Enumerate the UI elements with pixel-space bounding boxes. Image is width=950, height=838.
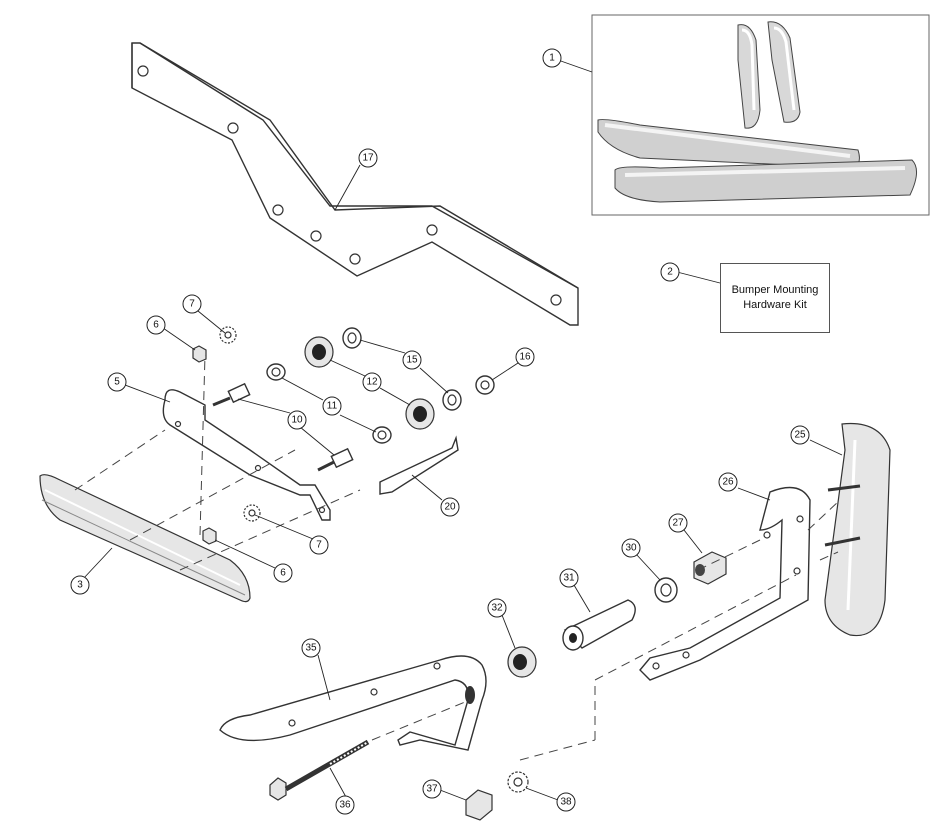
callout-10-label: 10 [291,415,303,426]
callout-16: 16 [515,347,535,367]
callout-36: 36 [335,795,355,815]
part-11-washers [266,363,392,444]
callout-3: 3 [70,575,90,595]
callout-3-label: 3 [77,580,83,591]
callout-12-label: 12 [366,377,378,388]
callout-11-label: 11 [327,401,338,412]
callout-6-bottom: 6 [273,563,293,583]
callout-17: 17 [358,148,378,168]
callout-36-label: 36 [339,800,351,811]
callout-5-label: 5 [114,377,120,388]
callout-2: 2 [660,262,680,282]
part-25-overrider [824,422,891,637]
callout-25-label: 25 [794,430,806,441]
callout-5: 5 [107,372,127,392]
part-5-bracket [162,389,331,521]
part-17-mounting-bar [131,42,579,326]
part-10-studs [212,382,354,472]
callout-10: 10 [287,410,307,430]
part-37-nut [465,789,493,821]
leader-lines [82,59,843,801]
callout-35: 35 [301,638,321,658]
callout-37: 37 [422,779,442,799]
callout-31: 31 [559,568,579,588]
callout-35-label: 35 [305,643,317,654]
callout-12: 12 [362,372,382,392]
callout-27-label: 27 [672,518,684,529]
callout-2-label: 2 [667,267,673,278]
callout-7-top: 7 [182,294,202,314]
part-38-lock-washer [507,771,529,793]
callout-6-top: 6 [146,315,166,335]
part-32-bushing [507,646,537,678]
callout-38: 38 [556,792,576,812]
part-3-bumper-blade [39,474,251,603]
callout-17-label: 17 [362,153,374,164]
callout-30-label: 30 [625,543,637,554]
callout-1: 1 [542,48,562,68]
callout-32: 32 [487,598,507,618]
part-7-lock-washers [219,326,261,522]
part-16-washer [475,375,495,395]
callout-25: 25 [790,425,810,445]
part-12-bushings [304,336,435,430]
part-31-tube [562,599,636,651]
callout-32-label: 32 [491,603,503,614]
part-1-bumper-photo [591,14,930,216]
callout-20: 20 [440,497,460,517]
part-36-bolt [269,739,370,801]
part-30-washer [654,577,678,603]
callout-7-bottom: 7 [309,535,329,555]
callout-6-bottom-label: 6 [280,568,286,579]
callout-26-label: 26 [722,477,734,488]
callout-6-top-label: 6 [153,320,159,331]
callout-1-label: 1 [549,53,555,64]
assembly-lines [74,354,841,761]
hardware-kit-box: Bumper Mounting Hardware Kit [720,263,830,333]
callout-11: 11 [322,396,342,416]
hardware-kit-label: Bumper Mounting Hardware Kit [731,284,819,311]
callout-37-label: 37 [426,784,438,795]
callout-16-label: 16 [519,352,531,363]
callout-20-label: 20 [444,502,456,513]
callout-15-label: 15 [406,355,418,366]
callout-31-label: 31 [563,573,575,584]
part-35-main-bracket [219,655,487,751]
callout-30: 30 [621,538,641,558]
part-27-coupling-nut [693,551,727,585]
callout-38-label: 38 [560,797,572,808]
callout-7-top-label: 7 [189,299,195,310]
callout-15: 15 [402,350,422,370]
part-26-bracket [639,486,811,681]
part-6-nuts [192,345,217,545]
callout-26: 26 [718,472,738,492]
callout-27: 27 [668,513,688,533]
callout-7-bottom-label: 7 [316,540,322,551]
part-20-small-bracket [379,435,459,495]
part-15-spacers [342,327,462,411]
